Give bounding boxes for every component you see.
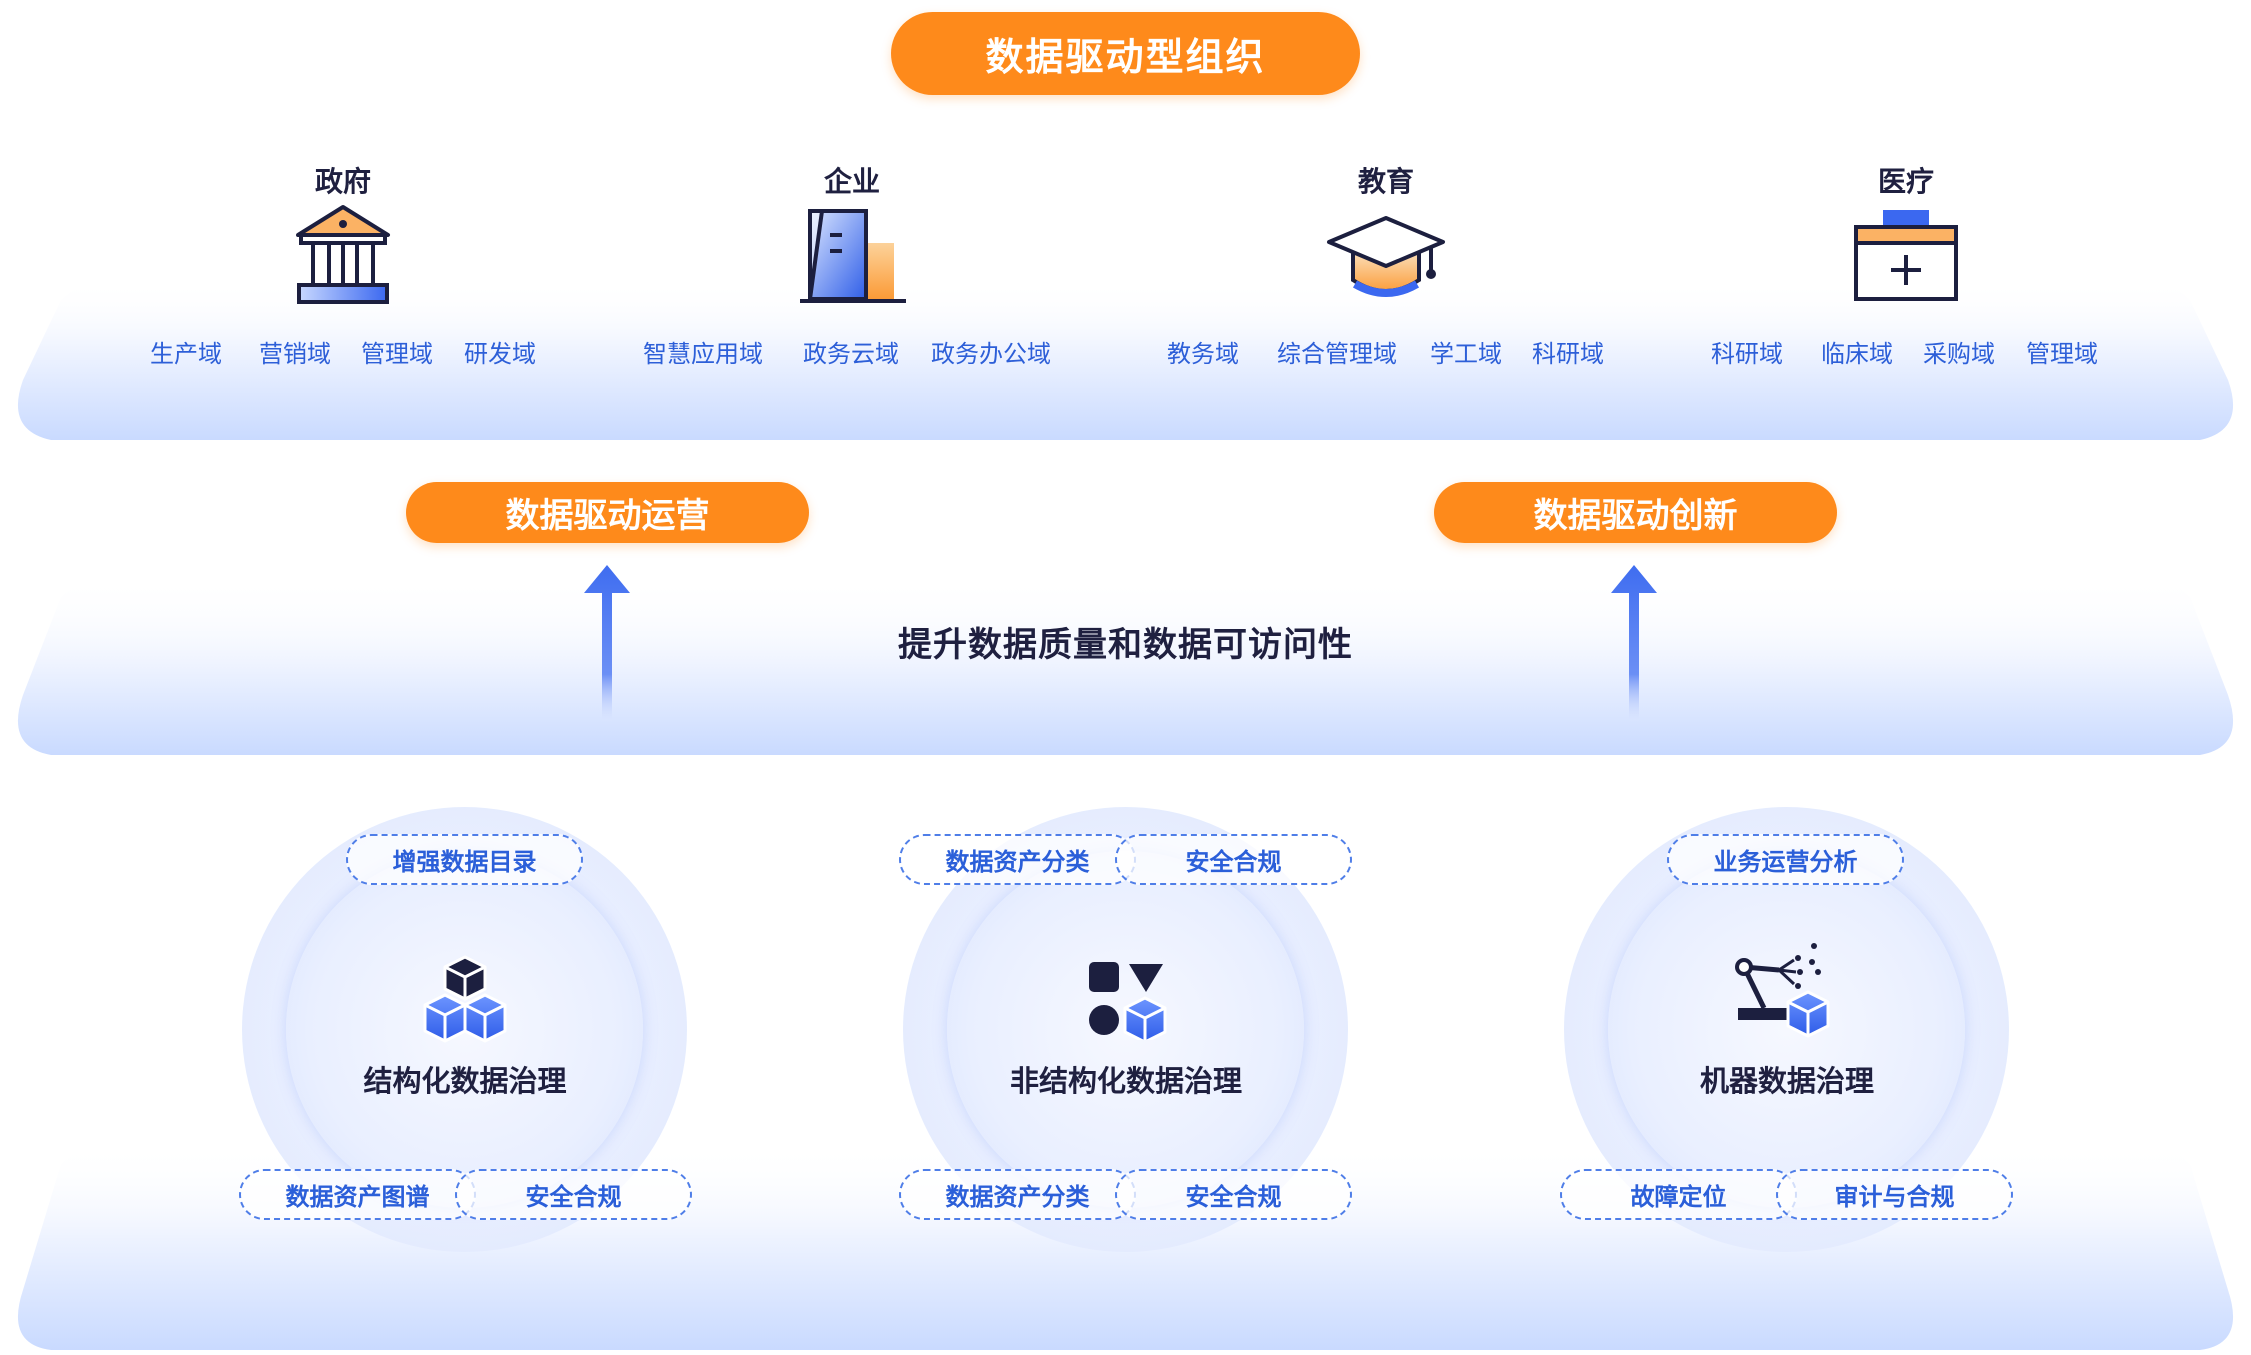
- domain-label: 综合管理域: [1277, 340, 1397, 368]
- structured-governance-title: 结构化数据治理: [363, 1064, 567, 1098]
- asset-classification-tag: 数据资产分类: [899, 834, 1136, 885]
- top-title-pill: 数据驱动型组织: [891, 12, 1360, 95]
- robot-arm-icon: [1735, 943, 1830, 1038]
- arrow-up-icon: [584, 565, 630, 721]
- government-building-icon: [296, 205, 390, 304]
- domain-label: 教务域: [1167, 340, 1239, 368]
- machine-governance-core: [1608, 851, 1965, 1208]
- domain-label: 研发域: [464, 340, 536, 368]
- asset-graph-tag: 数据资产图谱: [239, 1169, 476, 1220]
- domain-label: 智慧应用域: [643, 340, 763, 368]
- data-driven-operations-pill: 数据驱动运营: [406, 482, 809, 543]
- enterprise-building-icon: [800, 209, 906, 303]
- business-ops-analysis-tag: 业务运营分析: [1667, 834, 1904, 885]
- domain-label: 采购域: [1923, 340, 1995, 368]
- quality-platform: [17, 577, 2234, 755]
- domain-label: 生产域: [150, 340, 222, 368]
- compliance-tag: 安全合规: [1115, 1169, 1352, 1220]
- domain-label: 科研域: [1711, 340, 1783, 368]
- compliance-tag: 安全合规: [1115, 834, 1352, 885]
- data-driven-innovation-pill: 数据驱动创新: [1434, 482, 1837, 543]
- quality-accessibility-text: 提升数据质量和数据可访问性: [898, 625, 1353, 665]
- domain-label: 营销域: [259, 340, 331, 368]
- domain-label: 学工域: [1430, 340, 1502, 368]
- unstructured-governance-title: 非结构化数据治理: [1009, 1064, 1242, 1098]
- fault-location-tag: 故障定位: [1560, 1169, 1797, 1220]
- enhanced-catalog-tag: 增强数据目录: [346, 834, 583, 885]
- org-title-medical: 医疗: [1877, 165, 1934, 198]
- compliance-tag: 安全合规: [455, 1169, 692, 1220]
- domain-label: 政务办公域: [931, 340, 1051, 368]
- arrow-up-icon: [1611, 565, 1657, 721]
- asset-classification-tag: 数据资产分类: [899, 1169, 1136, 1220]
- domain-label: 临床域: [1821, 340, 1893, 368]
- org-platform: [17, 280, 2234, 440]
- medical-kit-icon: [1854, 210, 1958, 301]
- graduation-cap-icon: [1327, 216, 1445, 297]
- domain-label: 管理域: [2026, 340, 2098, 368]
- machine-governance-title: 机器数据治理: [1699, 1064, 1874, 1098]
- audit-compliance-tag: 审计与合规: [1776, 1169, 2013, 1220]
- cubes-icon: [423, 955, 507, 1043]
- org-title-government: 政府: [314, 165, 371, 198]
- org-title-education: 教育: [1357, 165, 1414, 198]
- domain-label: 政务云域: [803, 340, 899, 368]
- domain-label: 科研域: [1532, 340, 1604, 368]
- domain-label: 管理域: [361, 340, 433, 368]
- org-title-enterprise: 企业: [823, 165, 880, 198]
- shapes-icon: [1089, 962, 1167, 1040]
